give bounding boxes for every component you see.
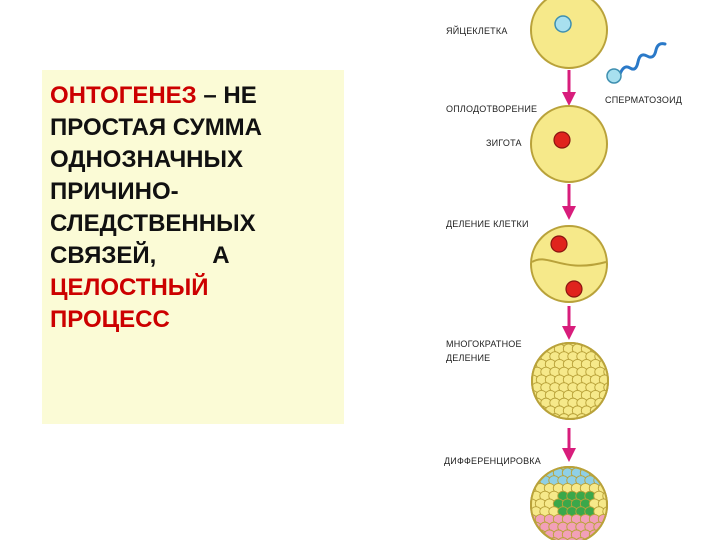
headline-line6-b: А — [212, 242, 230, 269]
headline-line5: СЛЕДСТВЕННЫХ — [50, 210, 256, 237]
label-fertilization: ОПЛОДОТВОРЕНИЕ — [446, 104, 537, 114]
blastomere — [588, 529, 601, 540]
headline-line6-a: СВЯЗЕЙ, — [50, 242, 157, 269]
label-multiple-division-1: МНОГОКРАТНОЕ — [446, 339, 522, 349]
headline-line3: ОДНОЗНАЧНЫХ — [50, 146, 244, 173]
arrow-icon — [562, 70, 576, 106]
blastomere — [557, 537, 569, 540]
label-zygote: ЗИГОТА — [486, 138, 522, 148]
zygote-nucleus — [553, 131, 571, 149]
label-cell-division: ДЕЛЕНИЕ КЛЕТКИ — [446, 219, 529, 229]
label-egg: ЯЙЦЕКЛЕТКА — [446, 25, 508, 36]
blastomere — [589, 405, 602, 416]
text-panel: ОНТОГЕНЕЗ – НЕ ПРОСТАЯ СУММА ОДНОЗНАЧНЫХ… — [42, 70, 344, 424]
sperm-cell — [606, 42, 667, 84]
headline-line2: ПРОСТАЯ СУММА — [50, 114, 263, 141]
blastomere — [575, 537, 587, 540]
egg-cell — [530, 0, 608, 69]
arrow-icon — [562, 184, 576, 220]
egg-nucleus — [554, 15, 572, 33]
arrow-icon — [562, 306, 576, 340]
headline-line7: ЦЕЛОСТНЫЙ — [50, 274, 209, 301]
arrow-icon — [562, 428, 576, 462]
dividing-cell — [530, 225, 608, 303]
differentiated-cell — [530, 466, 608, 540]
headline-line4: ПРИЧИНО- — [50, 178, 179, 205]
headline-line1-rest: – НЕ — [196, 82, 257, 109]
morula-cell — [531, 342, 609, 420]
zygote-cell — [530, 105, 608, 183]
label-multiple-division-2: ДЕЛЕНИЕ — [446, 353, 490, 363]
headline-term: ОНТОГЕНЕЗ — [50, 82, 197, 109]
headline: ОНТОГЕНЕЗ – НЕ ПРОСТАЯ СУММА ОДНОЗНАЧНЫХ… — [50, 80, 342, 336]
label-differentiation: ДИФФЕРЕНЦИРОВКА — [444, 456, 541, 466]
blastomere — [566, 537, 578, 540]
blastomere — [548, 537, 560, 540]
label-sperm: СПЕРМАТОЗОИД — [605, 95, 682, 105]
headline-line8: ПРОЦЕСС — [50, 306, 170, 333]
